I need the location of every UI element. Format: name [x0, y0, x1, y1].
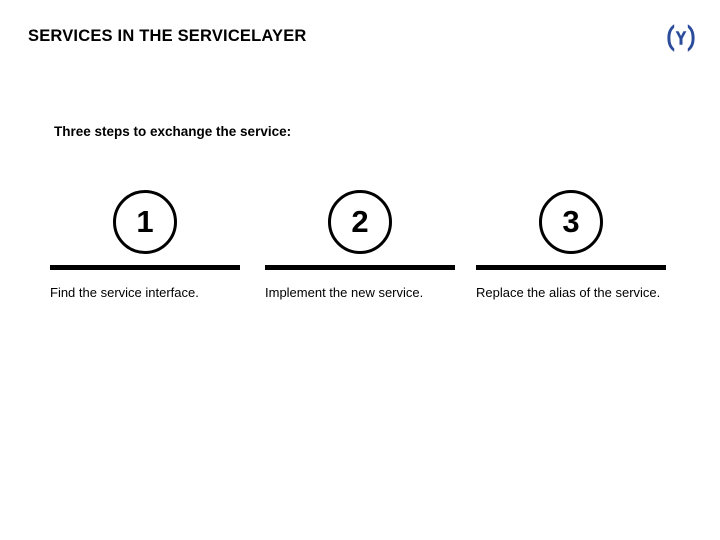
step-description-3: Replace the alias of the service. [476, 285, 661, 300]
step-description-1: Find the service interface. [50, 285, 199, 300]
step-item-2: 2 Implement the new service. [265, 190, 455, 303]
step-number-badge-2: 2 [328, 190, 392, 254]
step-divider-3 [476, 265, 666, 270]
step-number-2: 2 [351, 203, 369, 239]
step-number-1: 1 [136, 203, 154, 239]
step-item-1: 1 Find the service interface. [50, 190, 240, 303]
subheading: Three steps to exchange the service: [54, 124, 292, 139]
step-number-badge-3: 3 [539, 190, 603, 254]
brand-logo [663, 20, 699, 56]
step-description-2: Implement the new service. [265, 285, 424, 300]
step-item-3: 3 Replace the alias of the service. [476, 190, 666, 303]
step-divider-1 [50, 265, 240, 270]
step-divider-2 [265, 265, 455, 270]
step-number-badge-1: 1 [113, 190, 177, 254]
step-number-3: 3 [562, 203, 580, 239]
page-title: SERVICES IN THE SERVICELAYER [28, 27, 307, 45]
